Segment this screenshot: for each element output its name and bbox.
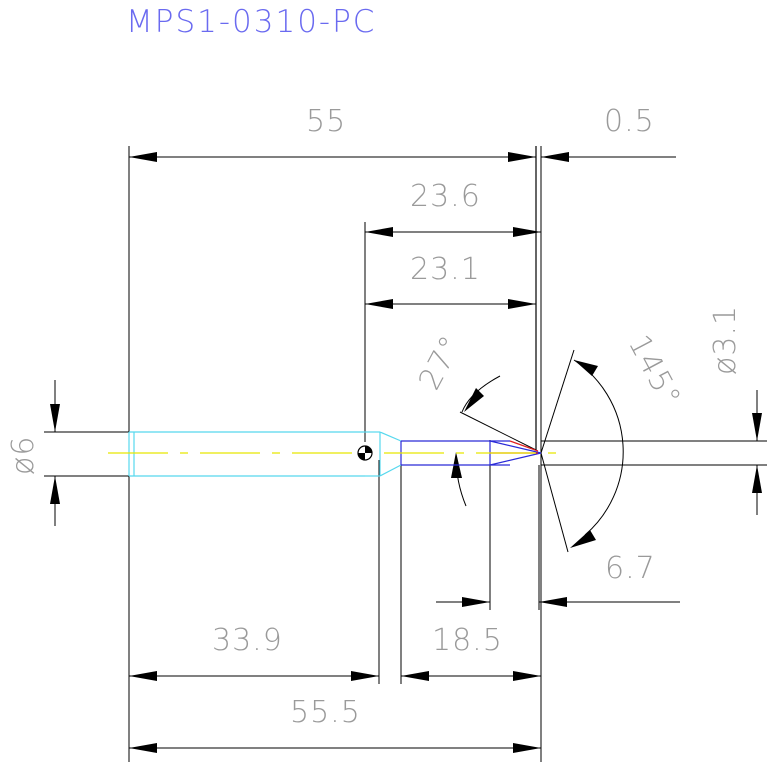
dim-tip-section-inner: 23.1 xyxy=(410,252,481,287)
part-number-title: MPS1-0310-PC xyxy=(126,4,376,40)
dim-tip-offset: 0.5 xyxy=(604,104,655,139)
arrowheads xyxy=(50,152,762,753)
dim-shank-diameter: ø6 xyxy=(6,436,41,475)
dim-tip-diameter: ø3.1 xyxy=(708,305,743,375)
dim-taper-angle: 27° xyxy=(412,330,469,396)
dim-flute-length: 18.5 xyxy=(432,623,503,658)
extension-lines xyxy=(44,146,767,762)
dim-overall-length-top: 55 xyxy=(306,104,346,139)
dim-point-length: 6.7 xyxy=(605,551,656,586)
dim-tip-section-outer: 23.6 xyxy=(410,179,481,214)
drill-body xyxy=(108,146,560,477)
shank xyxy=(128,431,402,477)
center-of-gravity-symbol xyxy=(357,445,373,461)
dim-point-angle: 145° xyxy=(621,329,688,413)
dimension-labels: 55 0.5 23.6 23.1 6.7 33.9 18.5 55.5 ø6 ø… xyxy=(6,104,743,730)
dim-shank-length: 33.9 xyxy=(212,623,283,658)
dim-overall-length-bottom: 55.5 xyxy=(290,695,361,730)
flute-section xyxy=(400,440,542,466)
